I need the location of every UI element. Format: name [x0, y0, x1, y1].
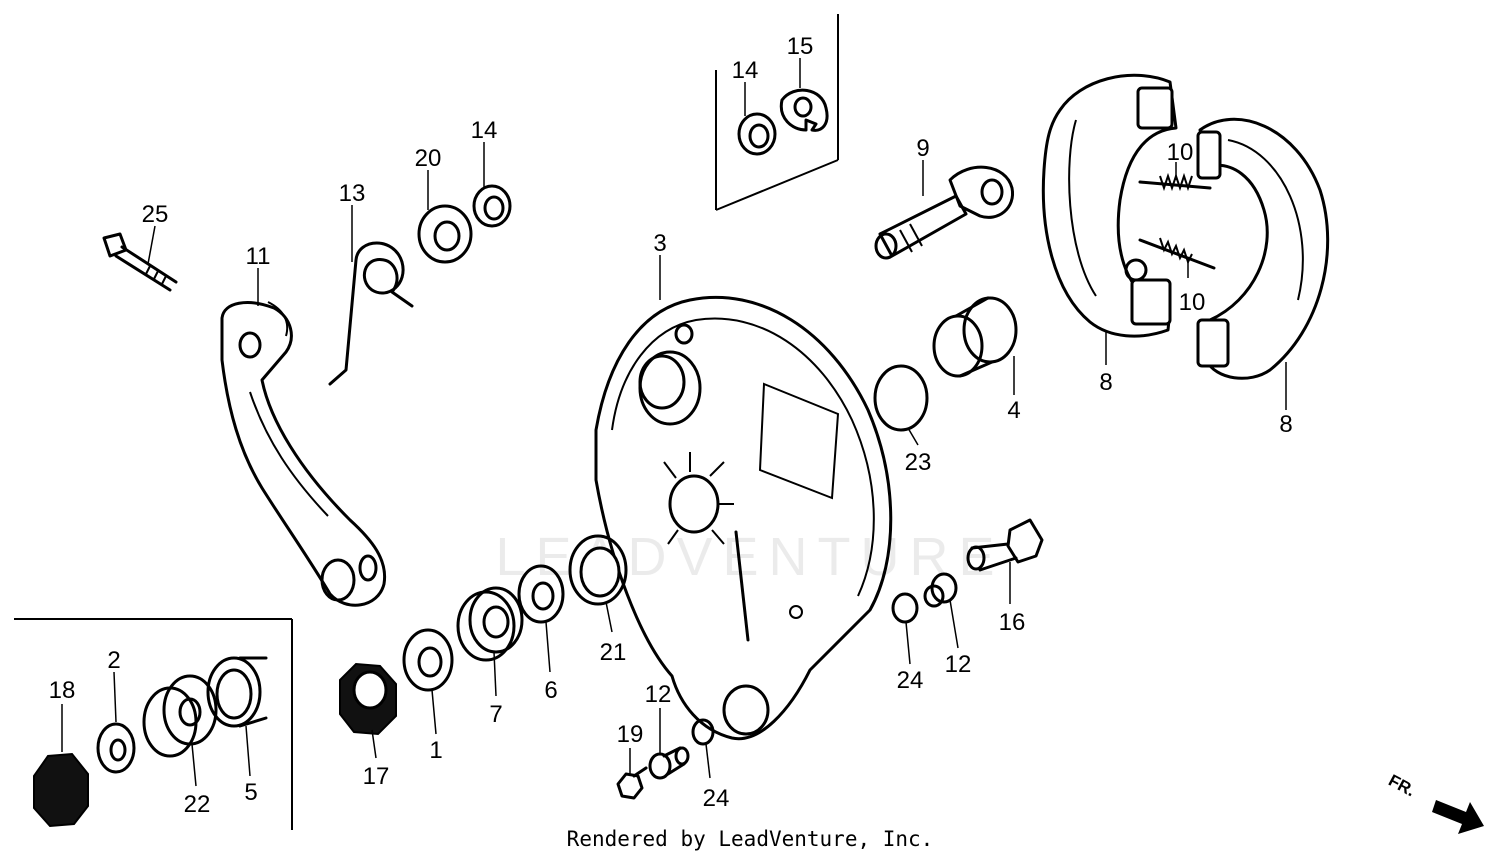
washer-24-bottom	[691, 718, 715, 746]
callout-15: 15	[787, 33, 814, 60]
bolt-19	[616, 766, 648, 800]
callout-3: 3	[653, 230, 666, 257]
washer-24-right	[891, 592, 919, 624]
spacer-22	[142, 674, 218, 758]
dust-seal-21	[568, 534, 628, 606]
washer-20-hole	[433, 220, 461, 252]
callout-24-right: 24	[897, 667, 924, 694]
brake-arm-11	[220, 301, 387, 607]
brake-shoe-8-left	[1041, 73, 1178, 338]
callout-19: 19	[617, 721, 644, 748]
optional-parts-box-bottom-left	[14, 618, 293, 830]
callout-8-right: 8	[1279, 411, 1292, 438]
indicator-plate-15-hole	[793, 96, 813, 118]
callout-21: 21	[600, 639, 627, 666]
front-direction-arrow	[1432, 800, 1484, 834]
footer-credit: Rendered by LeadVenture, Inc.	[566, 827, 934, 851]
callout-4: 4	[1007, 397, 1020, 424]
callout-20: 20	[415, 145, 442, 172]
callout-23: 23	[905, 449, 932, 476]
washer-6	[517, 564, 565, 624]
callout-10-upper: 10	[1167, 139, 1194, 166]
callout-1: 1	[429, 737, 442, 764]
callout-14-box: 14	[732, 57, 759, 84]
dust-seal-21-inner	[579, 546, 621, 598]
washer-14-box	[737, 112, 777, 156]
shoe-spring-10-lower	[1138, 237, 1216, 270]
bolt-25	[102, 232, 178, 292]
washer-14-box-hole	[748, 123, 770, 149]
callout-13: 13	[339, 180, 366, 207]
indicator-plate-15	[779, 88, 829, 132]
callout-6: 6	[544, 677, 557, 704]
washer-14	[472, 184, 512, 228]
watermark: LEADVENTURE	[495, 527, 1005, 587]
optional-parts-box-top	[715, 14, 839, 211]
callout-12-right: 12	[945, 651, 972, 678]
brake-cam-9	[874, 165, 1015, 260]
callout-18: 18	[49, 677, 76, 704]
callout-24-bottom: 24	[703, 785, 730, 812]
nut-17	[339, 662, 397, 736]
callout-10-lower: 10	[1179, 289, 1206, 316]
washer-2	[96, 722, 136, 774]
callout-22: 22	[184, 791, 211, 818]
washer-20	[417, 204, 473, 264]
callout-labels: 25 11 13 20 14 14 15 9 3 10 10 8 8 4 23 …	[49, 33, 1293, 818]
return-spring-13	[328, 241, 414, 386]
callout-9: 9	[916, 135, 929, 162]
brake-panel-3	[594, 295, 893, 741]
nut-18	[33, 752, 89, 828]
callout-8-left: 8	[1099, 369, 1112, 396]
callout-25: 25	[142, 201, 169, 228]
callout-11: 11	[246, 243, 271, 270]
collar-5	[206, 656, 268, 728]
washer-6-hole	[531, 581, 555, 611]
callout-17: 17	[363, 763, 390, 790]
callout-12-bottom: 12	[645, 681, 672, 708]
bearing-7	[456, 586, 524, 662]
leader-lines	[61, 58, 1287, 787]
brake-shoe-8-right	[1196, 117, 1330, 380]
bolt-12-bottom	[648, 746, 690, 780]
washer-1	[402, 628, 454, 692]
circlip-23	[873, 364, 929, 432]
bolt-16	[966, 518, 1044, 572]
callout-2: 2	[107, 647, 120, 674]
bolt-12-right	[923, 572, 958, 608]
collar-4	[932, 296, 1018, 378]
callout-16: 16	[999, 609, 1026, 636]
washer-14-hole	[483, 195, 505, 221]
callout-5: 5	[244, 779, 257, 806]
callout-14-left: 14	[471, 117, 498, 144]
callout-7: 7	[489, 701, 502, 728]
